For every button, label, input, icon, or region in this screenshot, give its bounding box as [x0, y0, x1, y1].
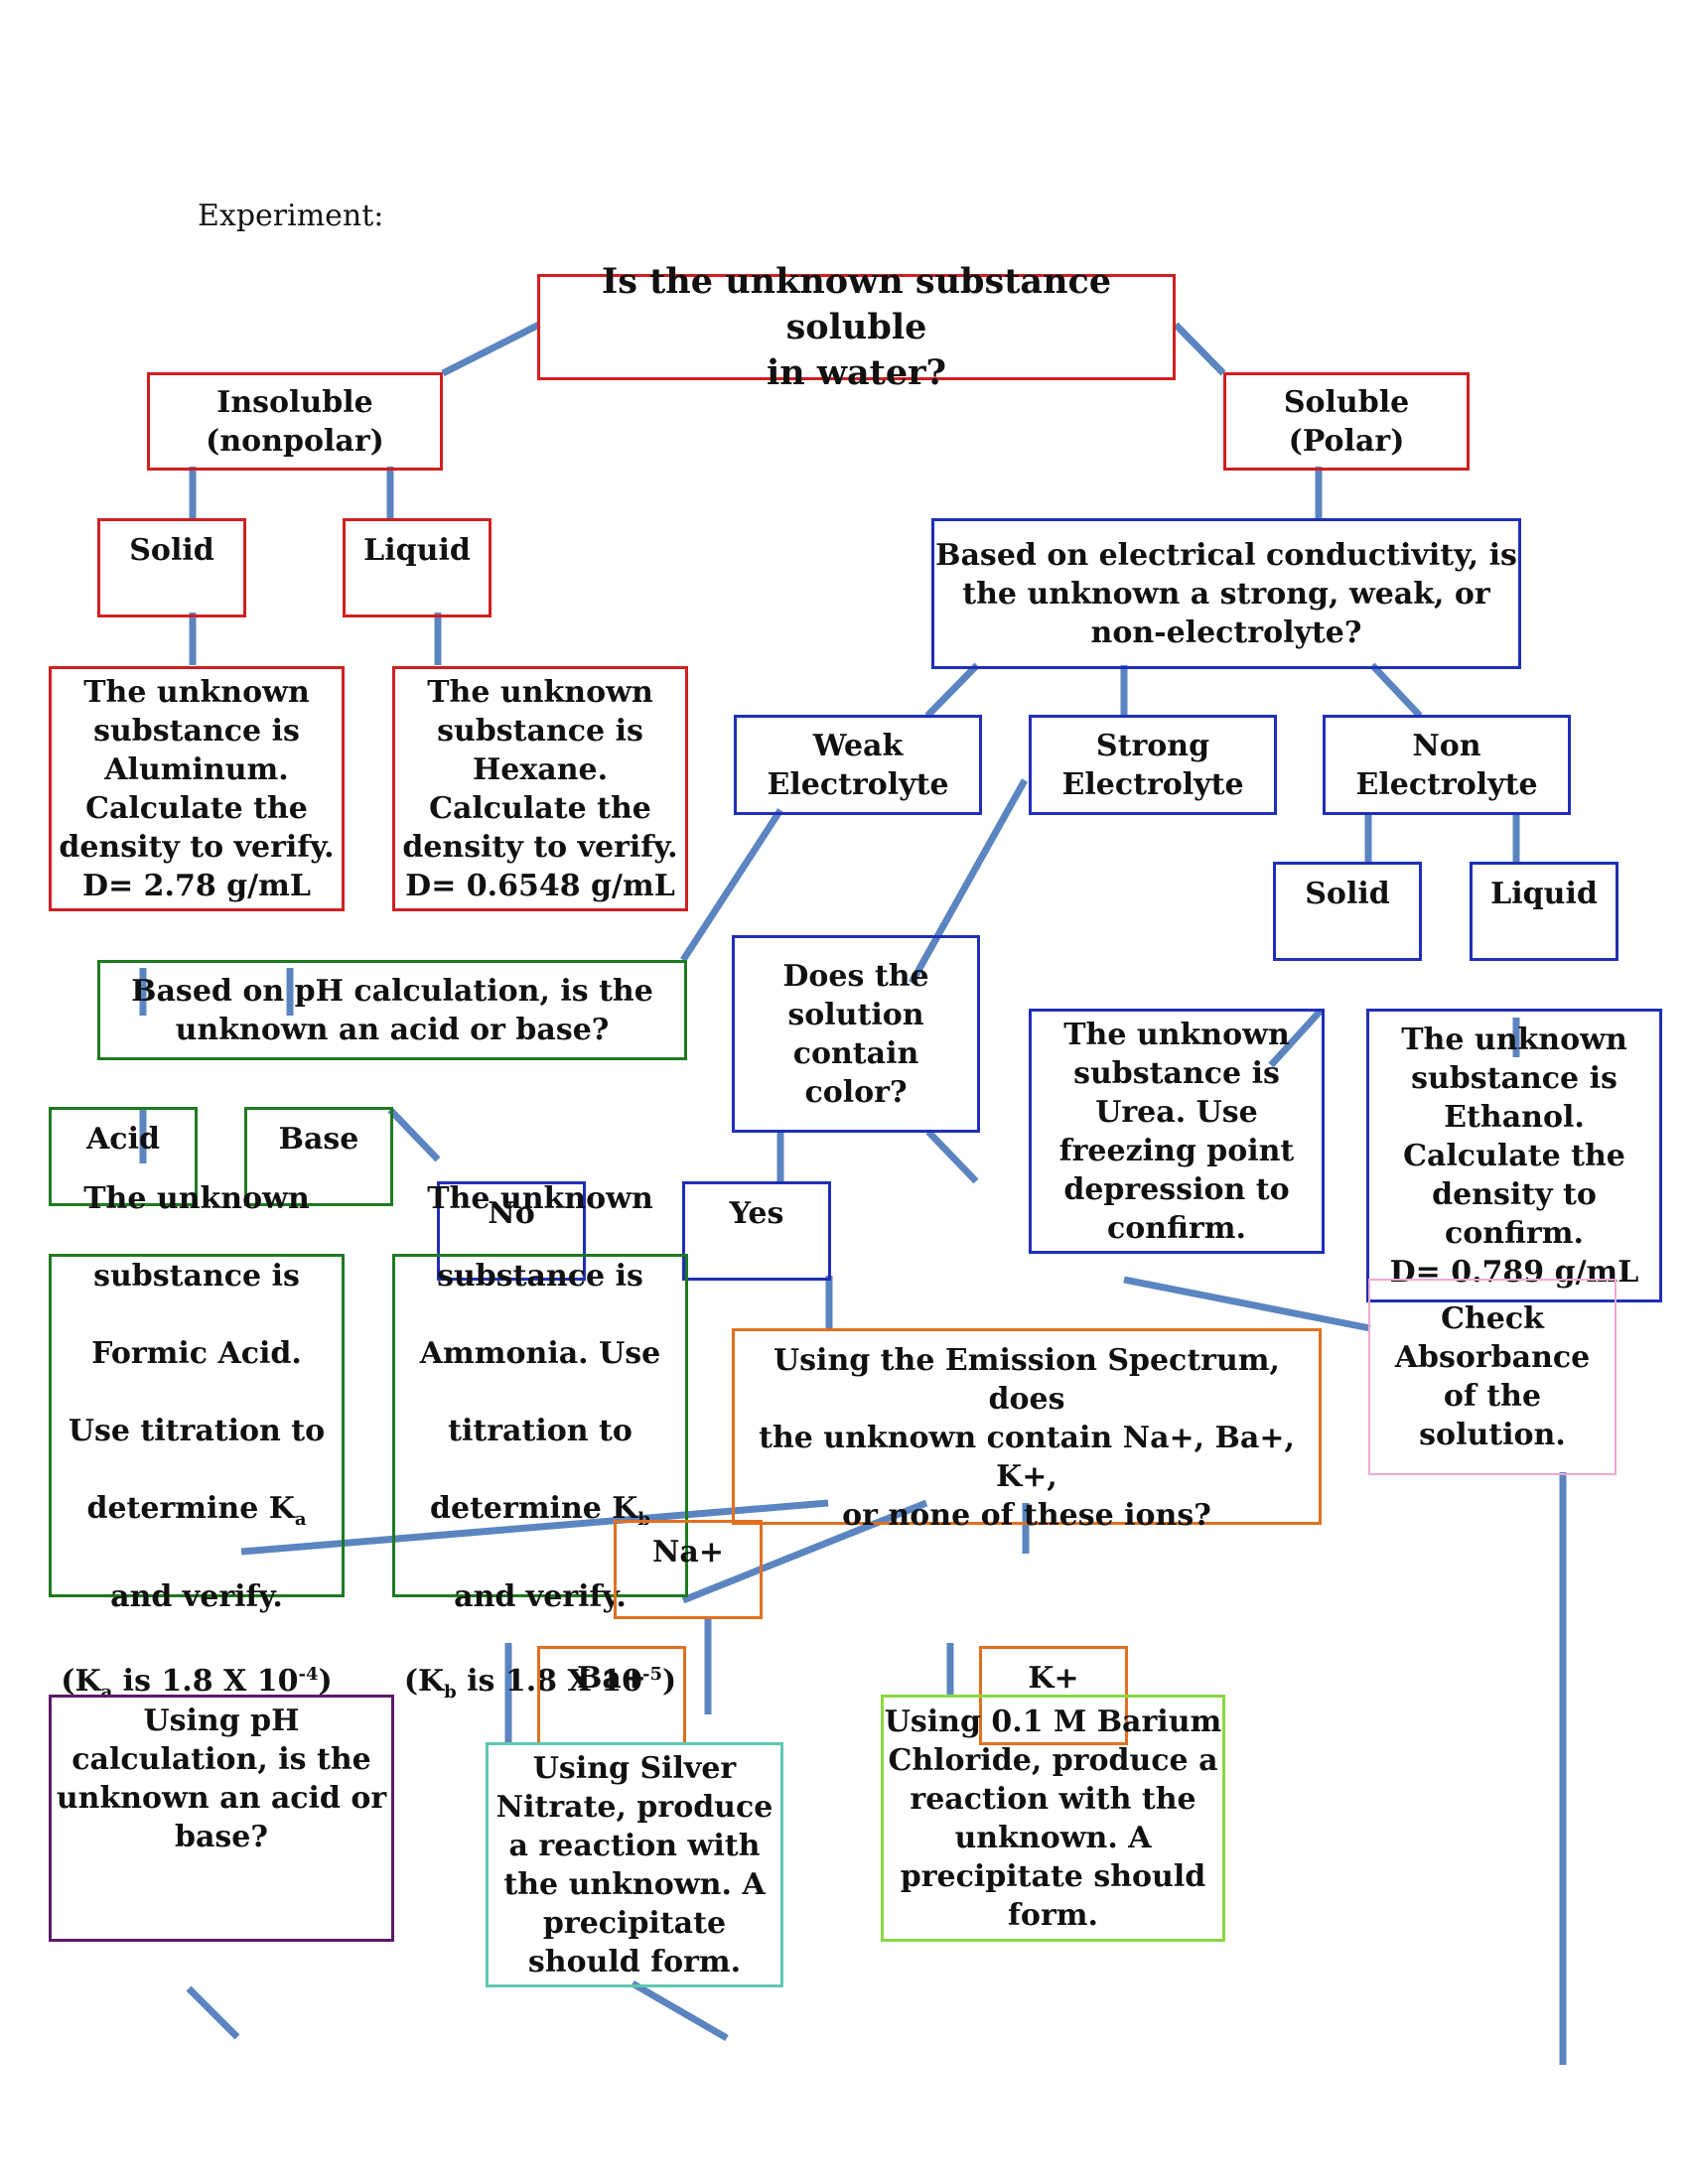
base-node: Base	[244, 1107, 393, 1206]
connector-conductivity-weak	[924, 662, 980, 719]
ammonia-val-mid: is 1.8 X 10	[456, 1663, 642, 1699]
strong-electrolyte-node: Strong Electrolyte	[1029, 715, 1277, 815]
absorbance-node: Check Absorbance of the solution.	[1368, 1279, 1617, 1475]
yes-node: Yes	[682, 1181, 831, 1281]
ph-question-node: Based on pH calculation, is the unknown …	[97, 960, 687, 1060]
connector-ph-calc-down	[186, 1985, 240, 2040]
ammonia-line-2: substance is	[437, 1258, 643, 1294]
non-electrolyte-node: Non Electrolyte	[1323, 715, 1571, 815]
ammonia-k-label: determine K	[430, 1490, 638, 1526]
ph-calculation-node: Using pH calculation, is the unknown an …	[49, 1695, 394, 1942]
na-ion-node: Na+	[614, 1520, 763, 1619]
formic-line-2: substance is	[93, 1258, 300, 1294]
urea-result-node: The unknown substance is Urea. Use freez…	[1029, 1009, 1325, 1254]
connector-urea-absorbance	[1123, 1276, 1371, 1332]
ammonia-line-3: Ammonia. Use	[419, 1335, 661, 1371]
experiment-label: Experiment:	[198, 199, 384, 233]
soluble-node: Soluble (Polar)	[1223, 372, 1470, 471]
formic-verify: and verify.	[110, 1578, 283, 1614]
color-question-node: Does the solution contain color?	[732, 935, 980, 1133]
conductivity-question-node: Based on electrical conductivity, is the…	[931, 518, 1521, 669]
connector-color-absorb	[925, 1129, 979, 1184]
silver-nitrate-node: Using Silver Nitrate, produce a reaction…	[486, 1742, 783, 1987]
non-solid-node: Solid	[1273, 862, 1422, 961]
ammonia-val-sup: -5	[641, 1663, 662, 1685]
insoluble-liquid-node: Liquid	[343, 518, 492, 617]
ammonia-line-1: The unknown	[427, 1180, 653, 1216]
connector-root-soluble	[1173, 322, 1226, 376]
ethanol-result-node: The unknown substance is Ethanol. Calcul…	[1366, 1009, 1662, 1302]
insoluble-solid-node: Solid	[97, 518, 246, 617]
ammonia-val-sub: b	[444, 1681, 457, 1703]
formic-line-4: Use titration to	[68, 1413, 326, 1448]
insoluble-node: Insoluble (nonpolar)	[147, 372, 443, 471]
root-question-node: Is the unknown substance soluble in wate…	[537, 261, 1176, 393]
ammonia-val-pre: (K	[403, 1663, 445, 1699]
ba-ion-node: Ba+	[537, 1646, 686, 1745]
non-liquid-node: Liquid	[1470, 862, 1618, 961]
ammonia-k-sub: b	[637, 1508, 650, 1530]
formic-val-mid: is 1.8 X 10	[112, 1663, 299, 1699]
aluminum-result-node: The unknown substance is Aluminum. Calcu…	[49, 666, 345, 911]
connector-silver-down	[631, 1979, 729, 2042]
formic-line-1: The unknown	[83, 1180, 310, 1216]
formic-k-label: determine K	[86, 1490, 295, 1526]
formic-line-3: Formic Acid.	[91, 1335, 302, 1371]
formic-val-end: )	[318, 1663, 333, 1699]
ammonia-val-end: )	[661, 1663, 677, 1699]
formic-acid-result-node: The unknown substance is Formic Acid. Us…	[49, 1181, 345, 1703]
formic-val-pre: (K	[61, 1663, 101, 1699]
no-node: No	[437, 1181, 586, 1281]
ammonia-result-node: The unknown substance is Ammonia. Use ti…	[392, 1181, 688, 1703]
ammonia-verify: and verify.	[454, 1578, 627, 1614]
formic-val-sup: -4	[298, 1663, 319, 1685]
formic-k-sub: a	[294, 1508, 307, 1530]
weak-electrolyte-node: Weak Electrolyte	[734, 715, 982, 815]
ammonia-line-4: titration to	[448, 1413, 633, 1448]
barium-chloride-node: Using 0.1 M Barium Chloride, produce a r…	[881, 1695, 1225, 1942]
hexane-result-node: The unknown substance is Hexane. Calcula…	[392, 666, 688, 911]
formic-val-sub: a	[100, 1681, 113, 1703]
connector-root-insoluble	[441, 321, 541, 377]
connector-conductivity-non	[1369, 662, 1423, 719]
emission-question-node: Using the Emission Spectrum, does the un…	[732, 1328, 1322, 1533]
acid-node: Acid	[49, 1107, 198, 1206]
